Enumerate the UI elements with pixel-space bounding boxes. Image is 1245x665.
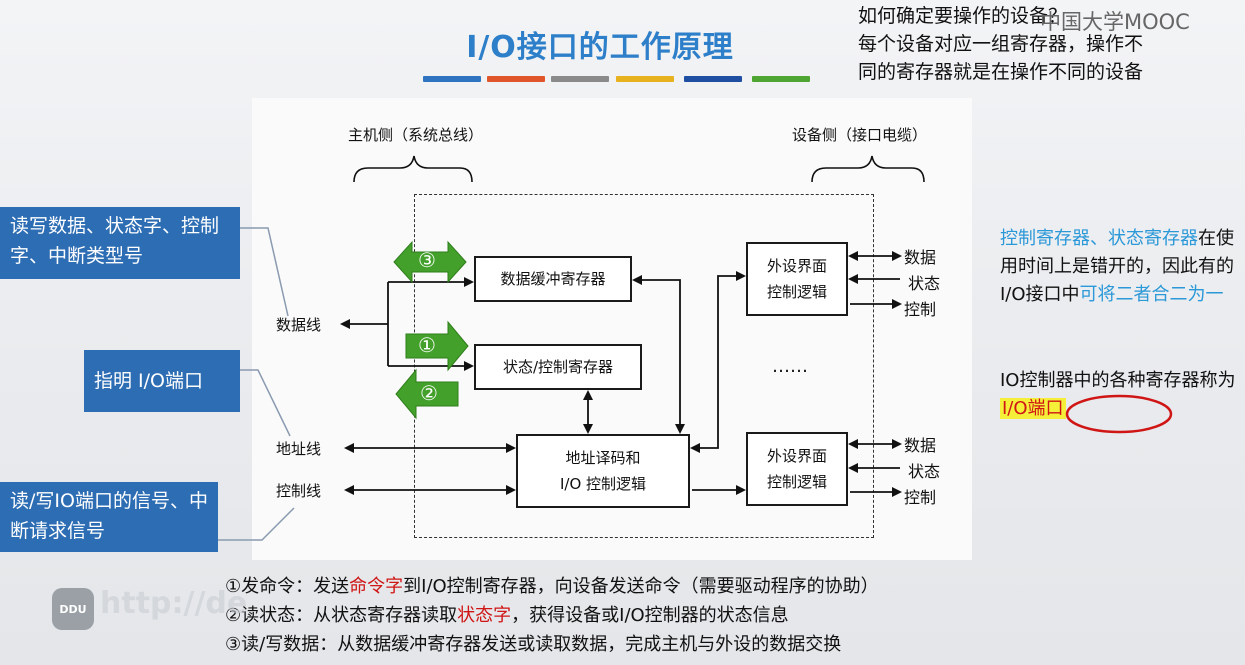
device-logic-1-label-2: 控制逻辑 — [766, 283, 827, 301]
host-side-label: 主机侧（系统总线） — [348, 126, 484, 144]
io-ports-note: IO控制器中的各种寄存器称为 I/O端口 — [1000, 367, 1245, 423]
io-ports-circle — [1065, 394, 1173, 434]
status-control-register: 状态/控制寄存器 — [474, 344, 642, 390]
diagram-connectors — [340, 155, 925, 497]
device-logic-2-label-2: 控制逻辑 — [766, 473, 827, 491]
data-buffer-register-label: 数据缓冲寄存器 — [500, 270, 606, 288]
title-bar-5 — [684, 76, 742, 82]
device-logic-2-label-1: 外设界面 — [766, 447, 827, 465]
device-logic-1-label-1: 外设界面 — [766, 257, 827, 275]
page-title: I/O接口的工作原理 — [466, 30, 734, 65]
control-line-label: 控制线 — [276, 482, 322, 500]
decode-to-device-1 — [690, 271, 746, 453]
signal-status-label-2: 状态 — [908, 462, 941, 481]
address-decode-label-2: I/O 控制逻辑 — [559, 475, 647, 493]
green-arrow-3 — [393, 240, 467, 284]
title-bar-1 — [423, 76, 481, 82]
ddu-logo: DDU — [52, 588, 94, 630]
signal-data-label-2: 数据 — [904, 436, 937, 455]
title-bar-2 — [487, 76, 545, 82]
buffer-to-decode — [632, 275, 685, 434]
title-bar-4 — [616, 76, 674, 82]
callout-address-line: 指明 I/O端口 — [84, 350, 240, 412]
data-line-label: 数据线 — [276, 316, 322, 334]
steps-list: ①发命令：发送命令字到I/O控制寄存器，向设备发送命令（需要驱动程序的协助） ②… — [225, 572, 879, 659]
title-bar-6 — [752, 76, 810, 82]
callout-control-line: 读/写IO端口的信号、中断请求信号 — [0, 482, 218, 552]
arrow-1-label: ① — [418, 333, 436, 357]
side-note-body: 在使用时间上是错开的，因此有的I/O接口中 — [1000, 228, 1234, 305]
address-decode-logic: 地址译码和 I/O 控制逻辑 — [516, 434, 690, 508]
signal-status-label-1: 状态 — [908, 274, 941, 293]
signal-control-label-1: 控制 — [904, 300, 937, 319]
arrow-3-label: ③ — [418, 248, 436, 272]
top-note-line1: 如何确定要操作的设备？ — [858, 5, 1068, 27]
signal-data-label-1: 数据 — [904, 248, 937, 267]
io-ports-highlight: I/O端口 — [1000, 398, 1066, 419]
address-line-label: 地址线 — [276, 440, 322, 458]
mooc-logo: 中国大学MOOC — [1040, 10, 1190, 34]
arrow-2-label: ② — [420, 381, 438, 405]
side-note-highlight: 控制寄存器、状态寄存器 — [1000, 228, 1198, 249]
step-3: ③读/写数据：从数据缓冲寄存器发送或读取数据，完成主机与外设的数据交换 — [225, 634, 842, 655]
status-control-register-label: 状态/控制寄存器 — [502, 358, 614, 376]
green-arrow-1 — [405, 320, 469, 372]
top-note-line3: 同的寄存器就是在操作不同的设备 — [858, 61, 1144, 83]
data-buffer-register: 数据缓冲寄存器 — [474, 256, 632, 302]
io-ports-note-text: IO控制器中的各种寄存器称为 — [1000, 370, 1236, 391]
device-control-logic-2: 外设界面 控制逻辑 — [746, 432, 848, 506]
title-bar-3 — [551, 76, 609, 82]
side-note-highlight-2: 可将二者合二为一 — [1079, 284, 1224, 305]
step-2: ②读状态：从状态寄存器读取状态字，获得设备或I/O控制器的状态信息 — [225, 605, 789, 626]
step-1: ①发命令：发送命令字到I/O控制寄存器，向设备发送命令（需要驱动程序的协助） — [225, 576, 879, 597]
watermark-url: http://de — [100, 586, 248, 621]
device-control-logic-1: 外设界面 控制逻辑 — [746, 242, 848, 316]
top-note-line2: 每个设备对应一组寄存器，操作不 — [858, 33, 1144, 55]
signal-control-label-2: 控制 — [904, 488, 937, 507]
device-side-brace — [811, 155, 925, 183]
device-side-label: 设备侧（接口电缆） — [792, 126, 928, 144]
address-decode-label-1: 地址译码和 — [565, 449, 641, 467]
side-note-registers: 控制寄存器、状态寄存器在使用时间上是错开的，因此有的I/O接口中可将二者合二为一 — [1000, 225, 1245, 309]
callout-data-line: 读写数据、状态字、控制字、中断类型号 — [0, 207, 240, 279]
green-arrow-2 — [395, 368, 459, 420]
host-side-brace — [353, 155, 473, 183]
top-note: 如何确定要操作的设备？ 每个设备对应一组寄存器，操作不 同的寄存器就是在操作不同… — [858, 2, 1238, 86]
diagram-panel: 主机侧（系统总线） 设备侧（接口电缆） 数据线 地址线 控制线 数据缓冲寄存器 … — [252, 98, 972, 560]
more-devices-ellipsis: …… — [772, 356, 808, 377]
